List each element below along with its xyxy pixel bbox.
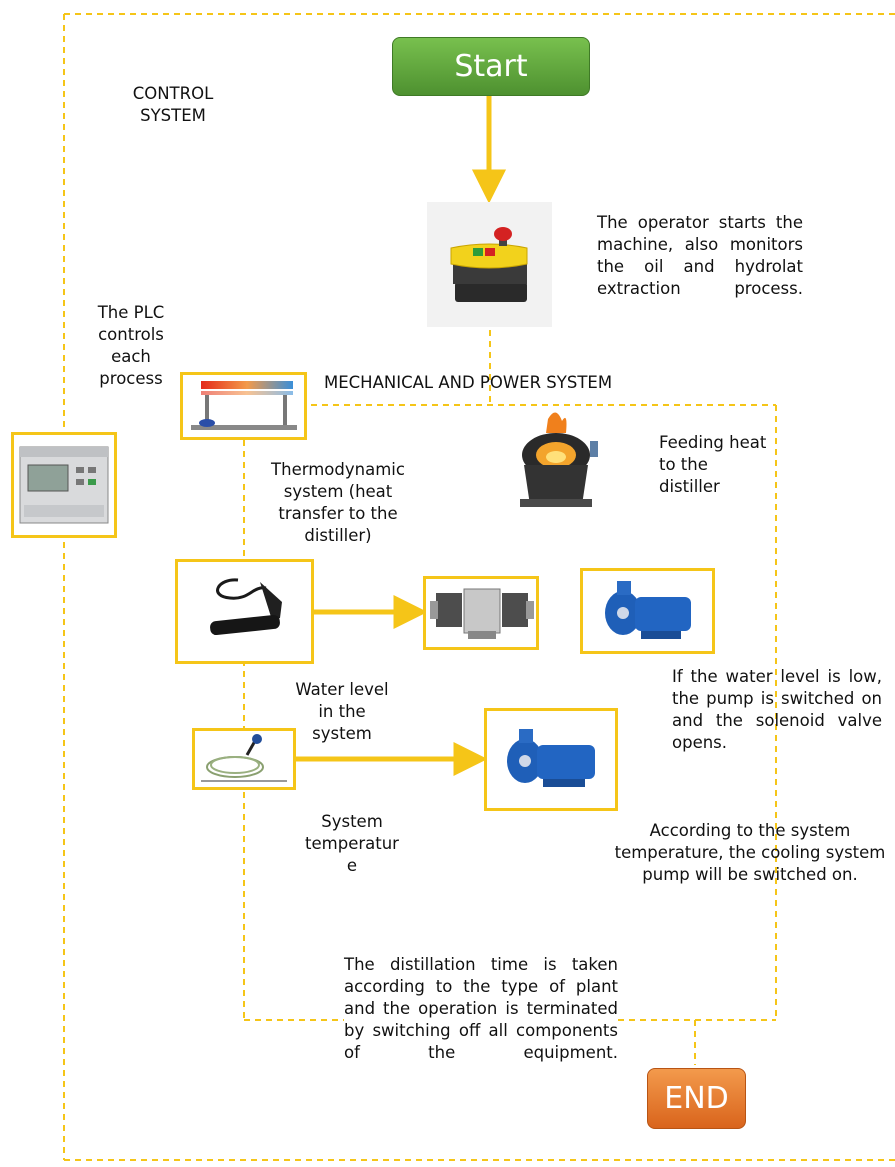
plc-icon (19, 446, 109, 524)
distillation-text: The distillation time is taken according… (344, 954, 618, 1064)
cooling-text: According to the system temperature, the… (614, 821, 886, 884)
pump-1-icon (605, 581, 691, 639)
stove-icon (510, 405, 602, 515)
pump-2-icon (507, 729, 595, 787)
start-label: Start (454, 49, 528, 84)
pump-2-frame (484, 708, 618, 811)
operator-text: The operator starts the machine, also mo… (597, 213, 803, 298)
pump-water-text: If the water level is low, the pump is s… (672, 667, 882, 752)
start-button-icon (427, 202, 552, 327)
end-label: END (664, 1081, 729, 1116)
solenoid-valve-icon (430, 588, 534, 639)
solenoid-valve-frame (423, 576, 539, 650)
mechanical-power-label: MECHANICAL AND POWER SYSTEM (324, 373, 613, 392)
start-arrow-head (471, 169, 507, 204)
end-terminal: END (647, 1068, 746, 1129)
heat-transfer-icon (191, 381, 297, 430)
thermodynamic-text: Thermodynamic system (heat transfer to t… (271, 460, 405, 545)
system-temperature-text: System temperatur e (305, 812, 399, 875)
temperature-probe-icon (201, 734, 287, 782)
plc-frame (11, 432, 117, 538)
heater-frame (180, 372, 307, 440)
float-switch-icon (210, 578, 282, 636)
control-system-label: CONTROL SYSTEM (132, 84, 214, 125)
water-level-text: Water level in the system (295, 680, 389, 743)
float-arrow-head (393, 594, 428, 630)
feeding-heat-text: Feeding heat to the distiller (659, 433, 767, 496)
temperature-sensor-frame (192, 728, 296, 790)
pump-1-frame (580, 568, 715, 654)
start-terminal: Start (392, 37, 590, 96)
float-switch-frame (175, 559, 314, 664)
plc-text: The PLC controls each process (97, 303, 165, 388)
temp-arrow-head (453, 741, 488, 777)
